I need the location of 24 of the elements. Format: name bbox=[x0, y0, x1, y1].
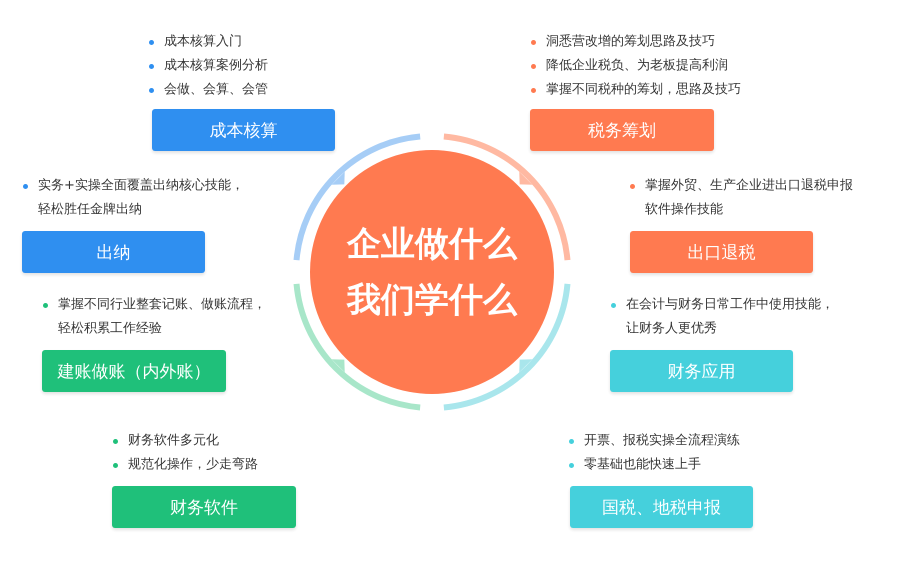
bullet-item: 掌握外贸、生产企业进出口退税申报软件操作技能 bbox=[629, 174, 857, 222]
headline-text: 我们学什么 bbox=[347, 279, 517, 322]
bullet-item: 实务+实操全面覆盖出纳核心技能，轻松胜任金牌出纳 bbox=[22, 174, 250, 222]
bullet-item: 洞悉营改增的筹划思路及技巧 bbox=[530, 30, 786, 54]
bullet-item: 掌握不同行业整套记账、做账流程，轻松积累工作经验 bbox=[42, 293, 270, 341]
bullet-item: 零基础也能快速上手 bbox=[568, 453, 824, 477]
category-box: 税务筹划 bbox=[530, 109, 714, 151]
bullet-item: 掌握不同税种的筹划，思路及技巧 bbox=[530, 78, 786, 102]
bullet-item: 开票、报税实操全流程演练 bbox=[568, 429, 824, 453]
bullet-item: 成本核算案例分析 bbox=[148, 54, 364, 78]
bullet-item: 会做、会算、会管 bbox=[148, 78, 364, 102]
category-box: 成本核算 bbox=[152, 109, 335, 151]
bullet-item: 降低企业税负、为老板提高利润 bbox=[530, 54, 786, 78]
category-box: 出口退税 bbox=[630, 231, 813, 273]
category-box: 财务软件 bbox=[112, 486, 296, 528]
bullet-item: 成本核算入门 bbox=[148, 30, 364, 54]
category-box: 出纳 bbox=[22, 231, 205, 273]
bullet-item: 规范化操作，少走弯路 bbox=[112, 453, 368, 477]
category-box: 国税、地税申报 bbox=[570, 486, 753, 528]
category-box: 建账做账（内外账） bbox=[42, 350, 226, 392]
bullet-item: 财务软件多元化 bbox=[112, 429, 368, 453]
headline-text: 企业做什么 bbox=[347, 223, 517, 266]
category-box: 财务应用 bbox=[610, 350, 793, 392]
bullet-item: 在会计与财务日常工作中使用技能，让财务人更优秀 bbox=[610, 293, 838, 341]
